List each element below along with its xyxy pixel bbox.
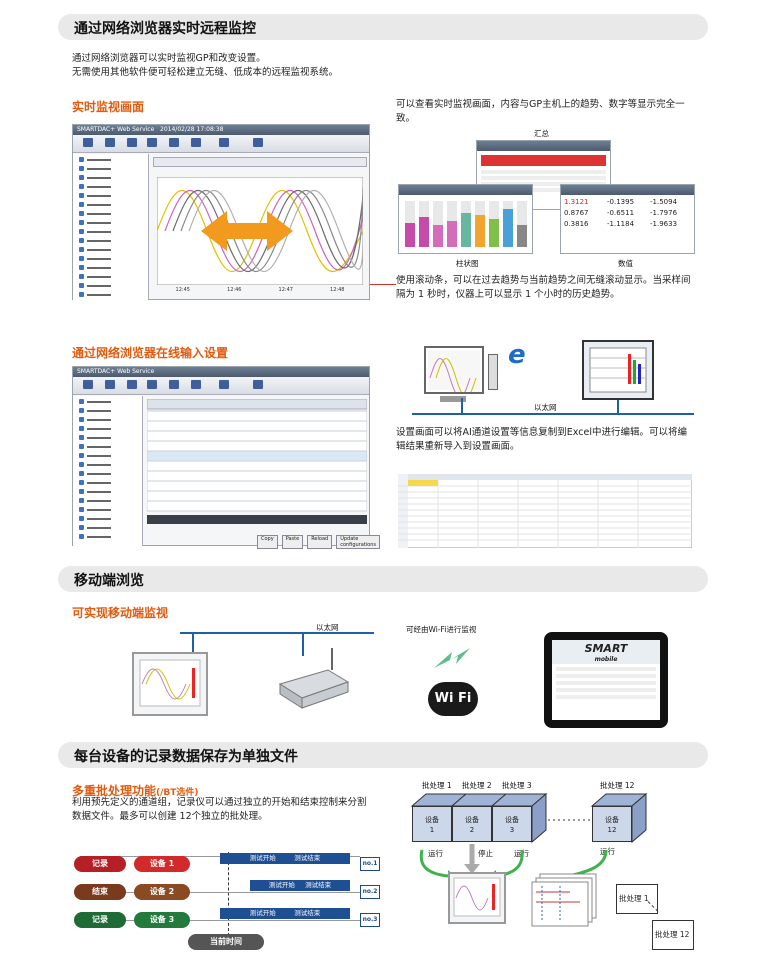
cube-tops: [410, 792, 648, 844]
row3-segment: 测试开始 测试结束: [220, 908, 350, 919]
bar-screenshot: [398, 184, 533, 254]
device-cube-3: 设备 3: [492, 806, 532, 842]
summary-label: 汇总: [534, 129, 549, 138]
file-icon-3: no.3: [360, 913, 380, 927]
scroll-description: 使用滚动条，可以在过去趋势与当前趋势之间无缝滚动显示。当采样间隔为 1 秒时，仪…: [396, 275, 691, 300]
section-title: 通过网络浏览器实时远程监控: [74, 21, 256, 37]
row2-segment: 测试开始 测试结束: [250, 880, 350, 891]
wifi-router: [278, 648, 350, 709]
row2-state: 结束: [74, 884, 126, 900]
row1-state: 记录: [74, 856, 126, 872]
device-cube-1: 设备 1: [412, 806, 452, 842]
pc-monitor: [424, 346, 484, 398]
input-heading: 通过网络浏览器在线输入设置: [72, 346, 229, 360]
batch-label-1: 批处理 1: [422, 781, 452, 790]
wireless-signal-icon: [434, 648, 470, 668]
nav-tree[interactable]: [73, 154, 149, 300]
state-1: 运行: [428, 849, 443, 858]
section-band-remote-monitor: 通过网络浏览器实时远程监控: [58, 14, 708, 40]
numeric-screenshot: 1.3121-0.1395-1.5094 0.8767-0.6511-1.797…: [560, 184, 695, 254]
batch-heading: 多重批处理功能(/BT选件): [72, 784, 199, 798]
monitor-description: 可以查看实时监视画面，内容与GP主机上的趋势、数字等显示完全一致。: [396, 99, 685, 124]
wifi-label: 可经由Wi-Fi进行监视: [406, 625, 477, 634]
recorder-device: [582, 340, 654, 400]
wifi-logo: Wi Fi: [428, 682, 478, 716]
state-2: 停止: [478, 849, 493, 858]
state-12: 运行: [600, 847, 615, 856]
reload-button[interactable]: Reload: [307, 535, 333, 549]
batch-description: 利用预先定义的通道组，记录仪可以通过独立的开始和结束控制来分割数据文件。最多可以…: [72, 797, 367, 822]
row3-device: 设备 3: [134, 912, 190, 928]
recorder-output: [448, 872, 506, 924]
section-band-batch: 每台设备的记录数据保存为单独文件: [58, 742, 708, 768]
recorder-device-2: [132, 652, 208, 716]
bar-label: 柱状图: [456, 259, 479, 268]
batch-label-3: 批处理 3: [502, 781, 532, 790]
row1-segment: 测试开始 测试结束: [220, 853, 350, 864]
settings-tree[interactable]: [73, 396, 143, 546]
copy-button[interactable]: Copy: [257, 535, 278, 549]
batch-label-12: 批处理 12: [600, 781, 635, 790]
batch-label-2: 批处理 2: [462, 781, 492, 790]
mobile-heading: 可实现移动端监视: [72, 606, 169, 620]
row3-state: 记录: [74, 912, 126, 928]
excel-description: 设置画面可以将AI通道设置等信息复制到Excel中进行编辑。可以将编辑结果重新导…: [396, 427, 687, 452]
settings-screenshot: SMARTDAC+ Web Service Copy Paste Reload …: [72, 366, 380, 549]
output-sheets: [531, 873, 597, 927]
window-titlebar: SMARTDAC+ Web Service 2014/02/28 17:08:3…: [73, 125, 369, 135]
settings-table[interactable]: [147, 399, 367, 529]
row1-device: 设备 1: [134, 856, 190, 872]
update-button[interactable]: Update configurations: [336, 535, 380, 549]
file-icon-2: no.2: [360, 885, 380, 899]
ethernet-label: 以太网: [534, 403, 557, 412]
realtime-monitor-screenshot: SMARTDAC+ Web Service 2014/02/28 17:08:3…: [72, 124, 370, 300]
file-icon-1: no.1: [360, 857, 380, 871]
intro-text: 通过网络浏览器可以实时监视GP和改变设置。 无需使用其他软件便可轻松建立无缝、低…: [72, 53, 339, 78]
browser-icon: e: [508, 340, 526, 370]
current-time-label: 当前时间: [188, 934, 264, 950]
batch-file-1: 批处理 1: [616, 884, 658, 914]
paste-button[interactable]: Paste: [281, 535, 304, 549]
excel-screenshot: [398, 474, 692, 548]
section-title: 移动端浏览: [74, 573, 144, 589]
flow-arrows: [419, 844, 608, 882]
row2-device: 设备 2: [134, 884, 190, 900]
numeric-label: 数值: [618, 259, 633, 268]
section-title: 每台设备的记录数据保存为单独文件: [74, 749, 298, 765]
trend-graph: [157, 177, 363, 285]
batch-file-12: 批处理 12: [652, 920, 694, 950]
ethernet-line: [412, 413, 694, 415]
monitor-heading: 实时监视画面: [72, 100, 145, 114]
device-cube-2: 设备 2: [452, 806, 492, 842]
ethernet-label-2: 以太网: [316, 623, 339, 632]
section-band-mobile: 移动端浏览: [58, 566, 708, 592]
